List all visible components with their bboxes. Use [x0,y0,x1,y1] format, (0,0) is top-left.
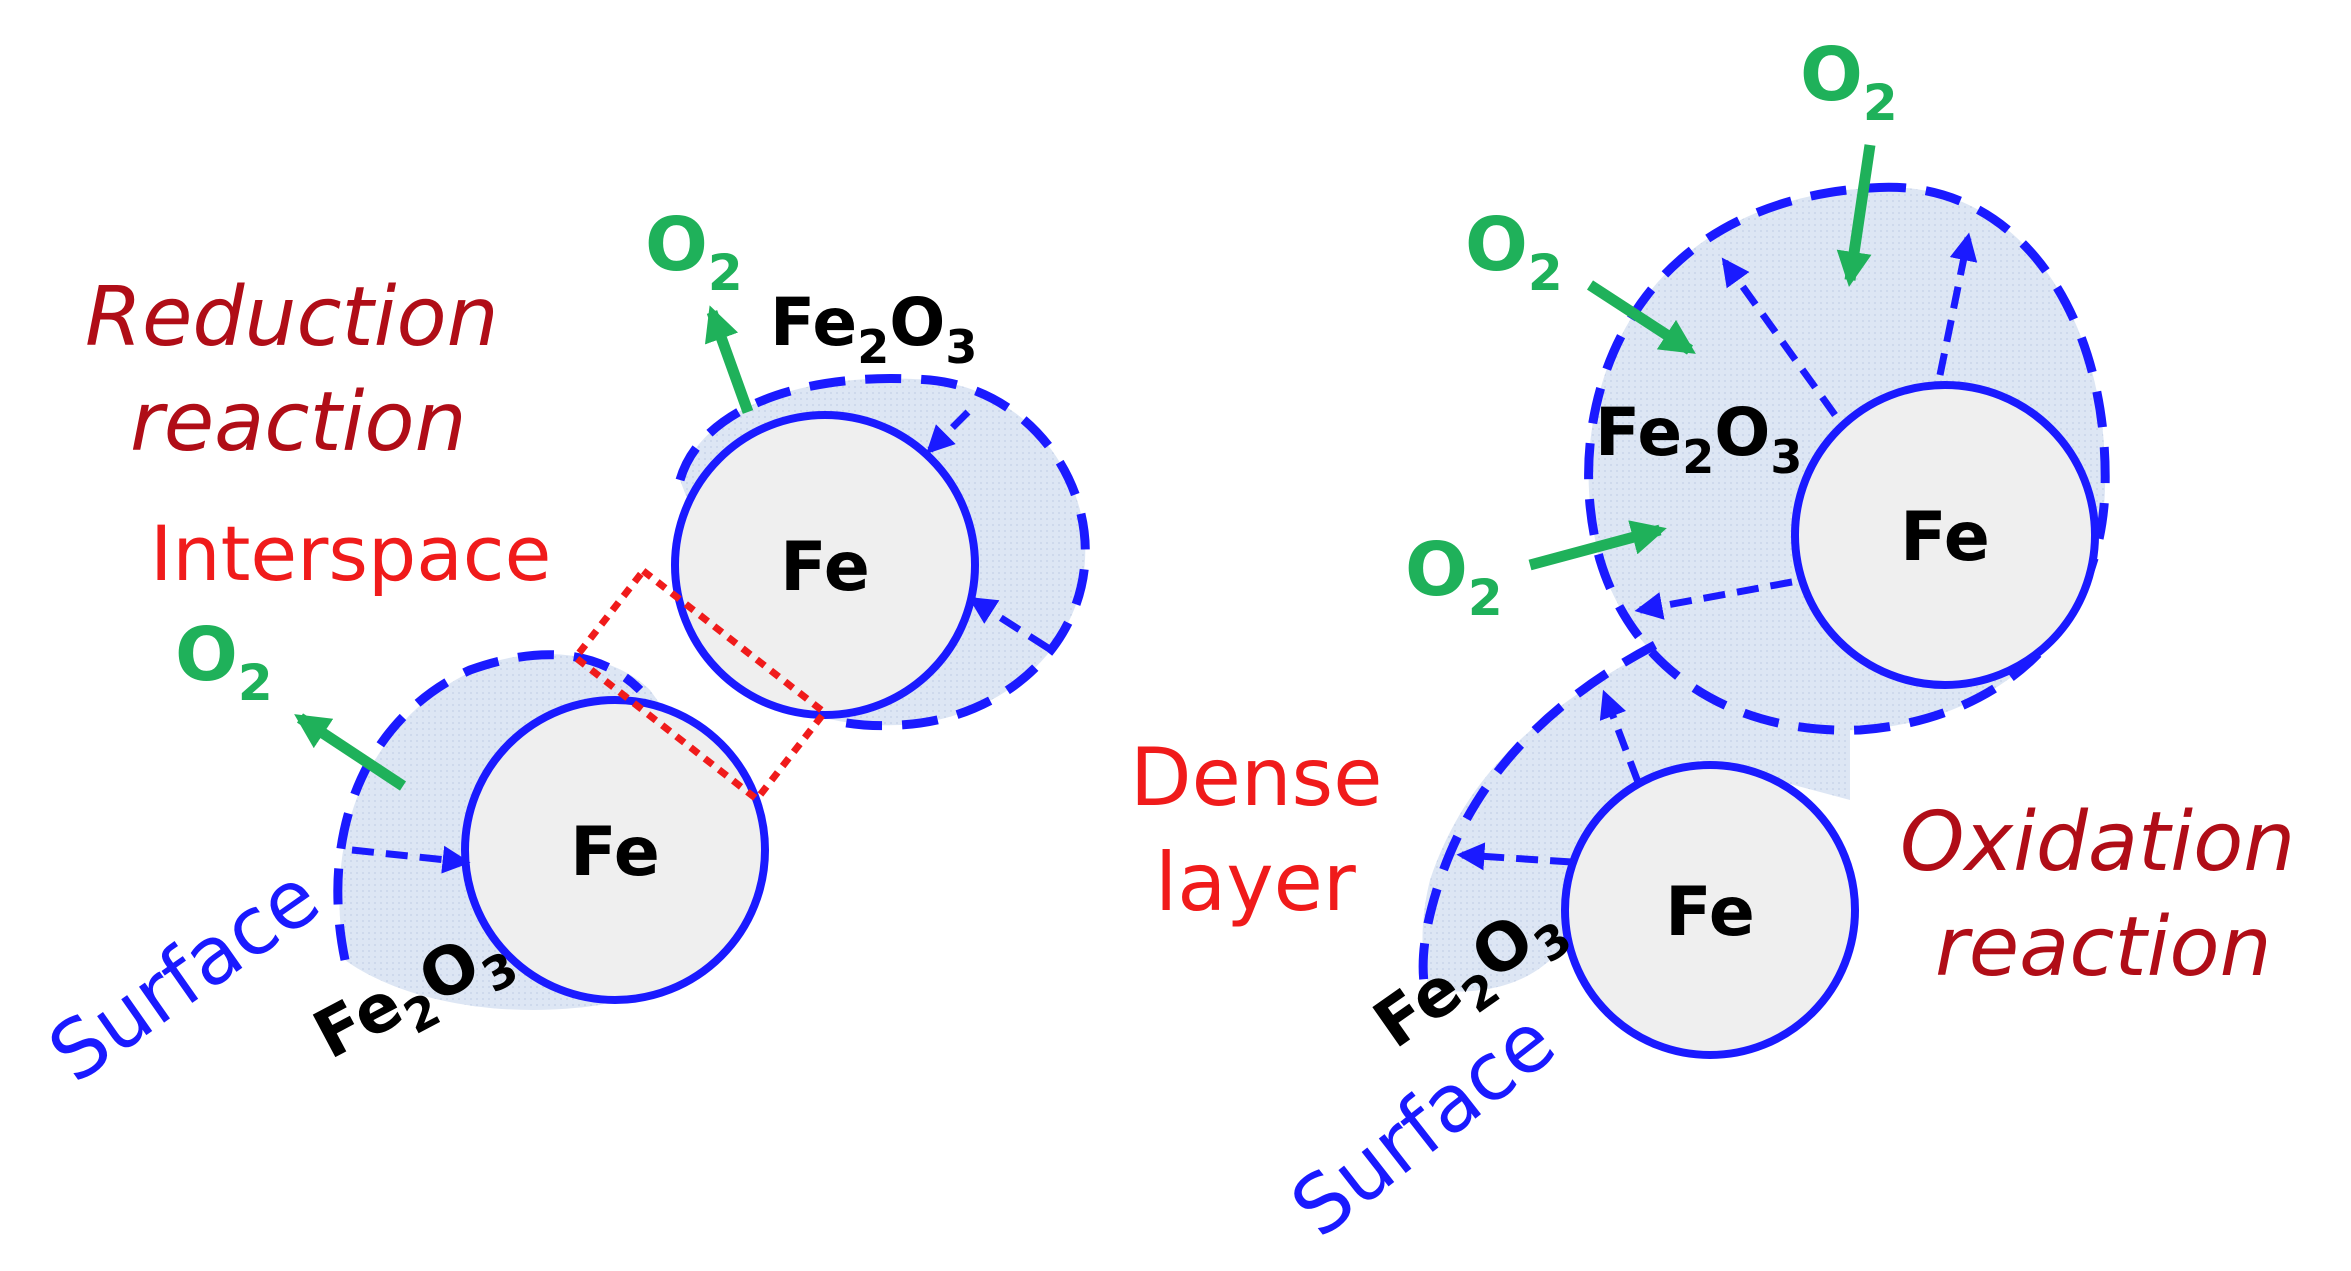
radial-arrow-5 [1456,842,1573,871]
surface-label-left: Surface [33,850,336,1101]
top-particle-oxide-boundary [675,373,1090,731]
oxidation-title-line2: reaction [1935,900,2272,995]
interspace-label: Interspace [150,509,551,598]
oxygen-arrow-upper-left [1587,280,1696,355]
fe-label-lower: Fe [1665,873,1755,952]
dense-label-line2: layer [1155,836,1356,929]
upper-oxide-boundary [1584,182,2110,735]
reduction-panel: Reduction reaction Interspace Fe Fe Fe2O… [33,202,1090,1101]
fe-label-upper: Fe [1900,498,1990,577]
reduction-title-line1: Reduction [85,270,499,365]
radial-arrow-4 [1599,689,1642,784]
interspace-box [570,565,830,805]
outward-arrow-top [968,596,1050,651]
bottom-particle-oxide-boundary [333,650,644,961]
o2-label-top: O2 [1800,32,1898,132]
oxygen-arrow-lower-left [1528,520,1667,571]
fe-label-top: Fe [780,528,870,607]
fe2o3-label-upper: Fe2O3 [1595,394,1802,484]
inward-arrow-bottom [351,845,471,874]
fe-label-bottom: Fe [570,813,660,892]
o2-label-upper-left: O2 [1465,202,1563,302]
oxygen-arrow-top [704,305,754,414]
oxygen-arrow-left [294,713,407,791]
oxidation-panel: Fe Fe Fe2O3 Fe2O3 O2 O2 O2 Dense layer O… [1130,32,2295,1255]
lower-fe-particle [1561,761,1859,1059]
dense-label-line1: Dense [1130,731,1382,824]
fe2o3-label-top: Fe2O3 [770,284,977,374]
reduction-title-line2: reaction [130,375,467,470]
radial-arrow-3 [1634,578,1793,620]
o2-label-left: O2 [175,612,273,712]
oxygen-arrow-top [1836,144,1876,287]
o2-label-top: O2 [645,202,743,302]
inward-arrow-top [926,409,971,454]
lower-oxide-boundary [1418,641,1658,991]
radial-arrow-1 [1721,257,1838,418]
radial-arrow-2 [1936,232,1978,376]
oxidation-title-line1: Oxidation [1900,795,2295,890]
top-fe-particle [671,411,979,719]
o2-label-lower-left: O2 [1405,527,1503,627]
upper-fe-particle [1791,381,2099,689]
